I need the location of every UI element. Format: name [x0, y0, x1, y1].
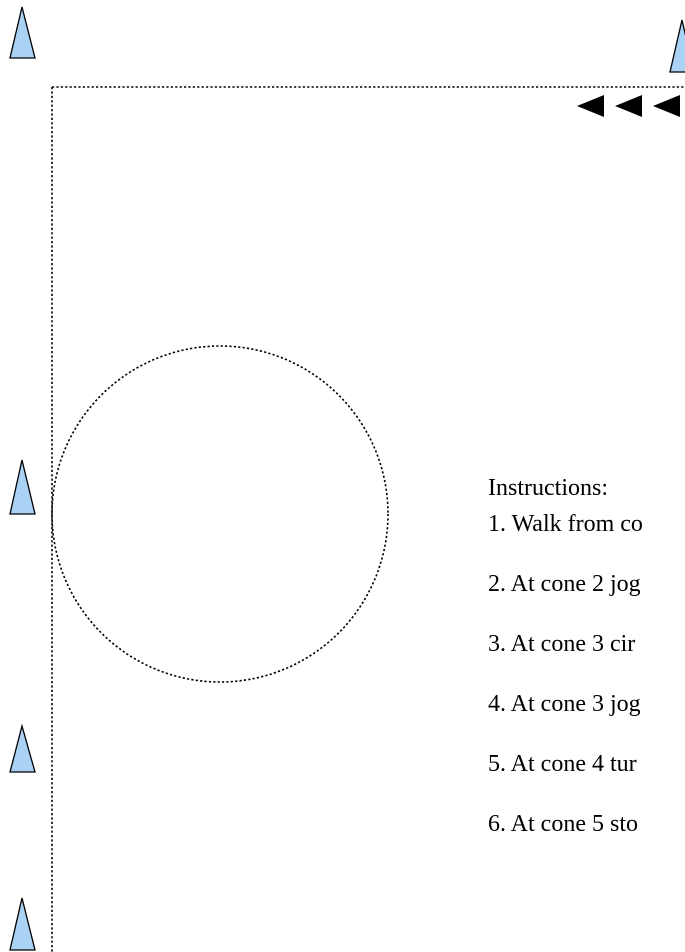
- direction-arrow-1: [577, 95, 604, 117]
- cone-2: [669, 19, 685, 73]
- cone-3: [9, 459, 36, 515]
- instruction-step-3: 3. At cone 3 cir: [488, 631, 636, 657]
- instruction-step-6: 6. At cone 5 sto: [488, 811, 638, 837]
- instructions-panel: Instructions: 1. Walk from co 2. At cone…: [488, 470, 685, 866]
- direction-arrow-2: [615, 95, 642, 117]
- instruction-step-4: 4. At cone 3 jog: [488, 691, 641, 717]
- cone-1: [9, 6, 36, 59]
- cone-4: [9, 723, 36, 773]
- instruction-step-5: 5. At cone 4 tur: [488, 751, 637, 777]
- cone-5: [9, 897, 36, 951]
- instruction-step-1: 1. Walk from co: [488, 511, 643, 537]
- direction-arrow-3: [653, 95, 680, 117]
- instruction-step-2: 2. At cone 2 jog: [488, 571, 641, 597]
- instructions-heading: Instructions:: [488, 475, 608, 501]
- circle-path: [51, 345, 389, 683]
